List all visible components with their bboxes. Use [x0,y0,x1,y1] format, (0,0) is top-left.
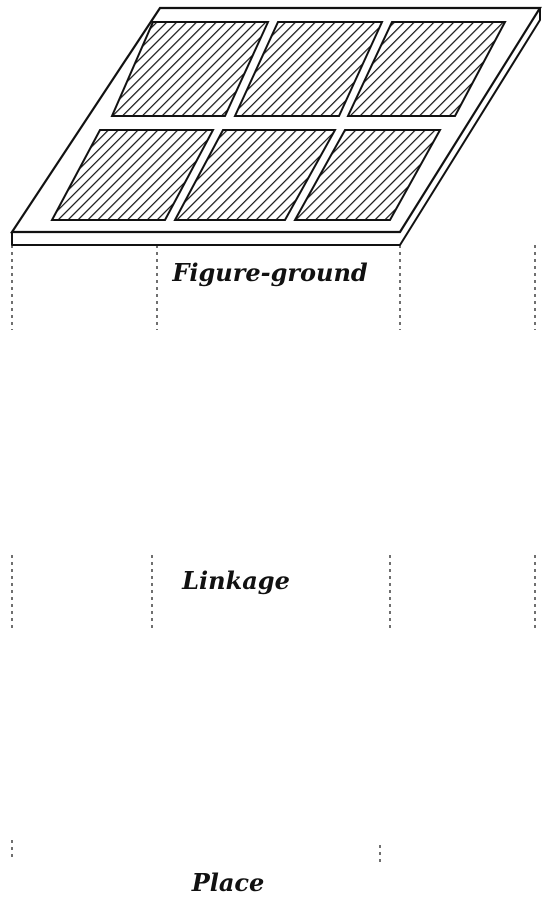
block [233,21,384,117]
block [110,21,270,117]
projection-lines [11,245,536,862]
figure-ground-caption: Figure-ground [172,258,368,287]
block [346,21,507,117]
block [293,129,442,221]
figure-ground-plate-edge [11,7,541,246]
figure-ground-layer [9,6,542,246]
block [173,129,337,221]
place-caption: Place [191,868,265,897]
linkage-caption: Linkage [182,566,290,595]
block [50,129,215,221]
figure-ground-blocks [50,21,507,221]
